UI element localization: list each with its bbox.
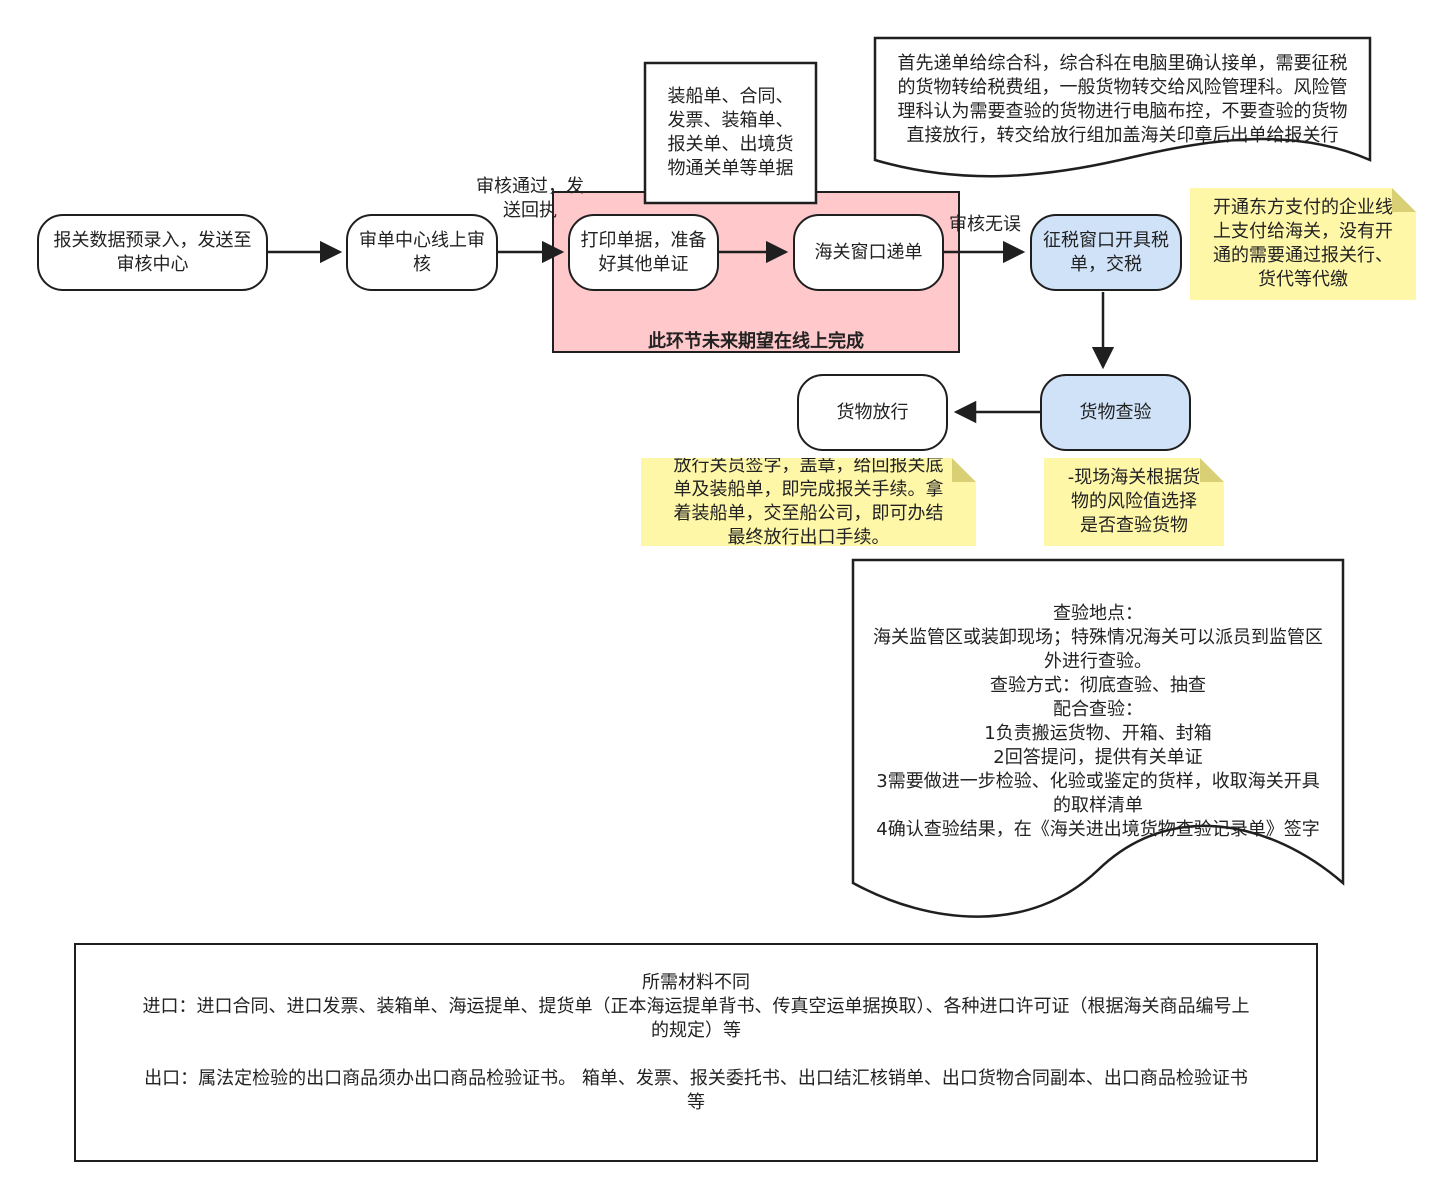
payment-note: 开通东方支付的企业线 上支付给海关，没有开 通的需要通过报关行、 货代等代缴 (1190, 188, 1416, 300)
materials-box: 所需材料不同 进口：进口合同、进口发票、装箱单、海运提单、提货单（正本海运提单背… (74, 943, 1318, 1162)
release-note: 放行关员签字，盖章，给回报关底 单及装船单，即完成报关手续。拿 着装船单，交至船… (641, 458, 976, 546)
inspection-note-fold (1200, 458, 1224, 482)
materials-title: 所需材料不同 (642, 972, 750, 993)
edge-label-review-pass: 审核通过，发 送回执 (476, 176, 584, 221)
release-note-fold (952, 458, 976, 482)
node-submit-window: 海关窗口递单 (793, 214, 944, 291)
node-predeclare: 报关数据预录入，发送至审核中心 (37, 214, 268, 291)
window-process-doc-shape (873, 36, 1372, 178)
materials-export: 出口：属法定检验的出口商品须办出口商品检验证书。 箱单、发票、报关委托书、出口结… (144, 1068, 1248, 1113)
node-online-review: 审单中心线上审核 (346, 214, 498, 291)
inspection-detail-doc-shape (851, 558, 1345, 918)
inspection-note: -现场海关根据货 物的风险值选择 是否查验货物 (1044, 458, 1224, 546)
materials-import: 进口：进口合同、进口发票、装箱单、海运提单、提货单（正本海运提单背书、传真空运单… (142, 996, 1250, 1041)
node-inspection: 货物查验 (1040, 374, 1191, 451)
node-tax-window: 征税窗口开具税单，交税 (1030, 214, 1182, 291)
payment-note-fold (1392, 188, 1416, 212)
node-print-docs: 打印单据，准备好其他单证 (568, 214, 719, 291)
edge-label-review-ok: 审核无误 (949, 214, 1021, 235)
node-release: 货物放行 (797, 374, 948, 451)
inspection-detail-text: 查验地点： 海关监管区或装卸现场；特殊情况海关可以派员到监管区 外进行查验。 查… (873, 603, 1323, 840)
documents-callout-text: 装船单、合同、 发票、装箱单、 报关单、出境货 物通关单等单据 (667, 86, 794, 179)
future-online-label: 此环节未来期望在线上完成 (648, 331, 864, 352)
documents-callout-box (643, 61, 818, 205)
window-process-text: 首先递单给综合科，综合科在电脑里确认接单，需要征税 的货物转给税费组，一般货物转… (897, 53, 1348, 146)
